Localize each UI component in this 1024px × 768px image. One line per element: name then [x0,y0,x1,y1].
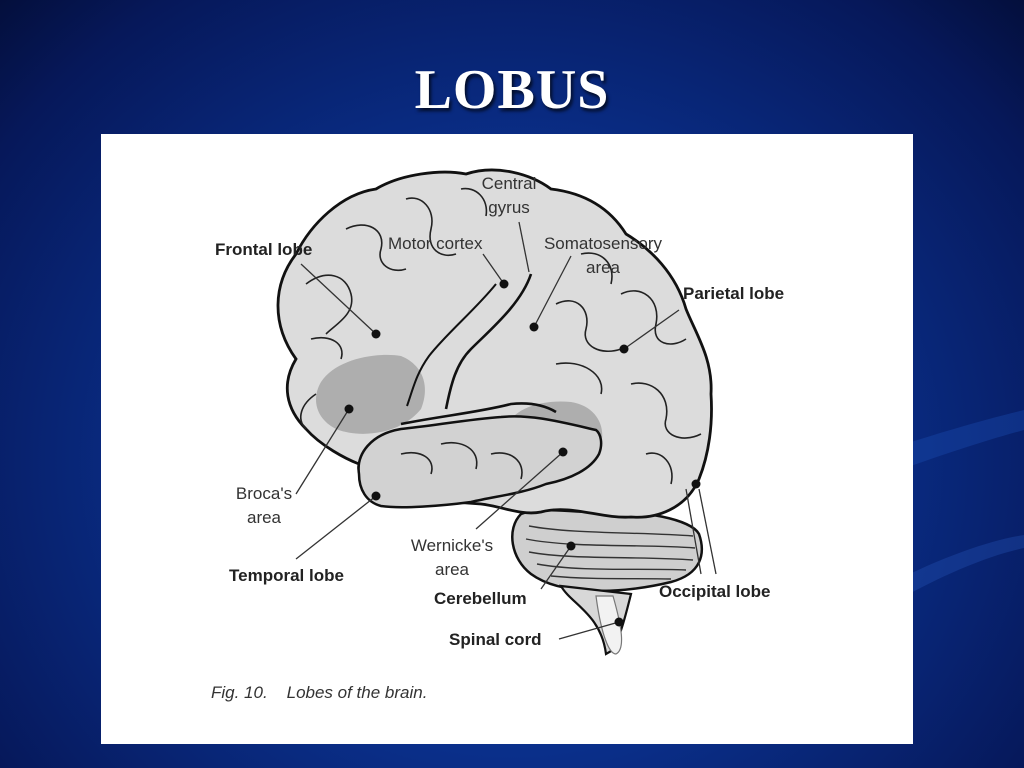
label-wernickes-line1: Wernicke's [410,536,494,555]
gyri-lines [300,187,702,485]
marker-dots [344,279,701,627]
label-brocas-area: Broca's area [221,482,307,530]
figure-caption: Fig. 10. Lobes of the brain. [211,683,427,703]
spinal-cord-shape [558,584,633,656]
label-cerebellum: Cerebellum [434,589,527,608]
brain-diagram [276,168,717,656]
brocas-area-shading [316,354,425,434]
label-motor-cortex: Motor cortex [388,234,483,253]
label-somatosensory-area: Somatosensory area [533,232,673,280]
figure-panel: Central gyrus Frontal lobe Motor cortex … [101,134,913,744]
label-central-gyrus: Central gyrus [469,172,549,220]
lateral-sulcus [400,402,557,426]
label-frontal-lobe: Frontal lobe [215,240,313,259]
label-wernickes-area: Wernicke's area [397,534,507,582]
label-somatosensory-line1: Somatosensory [543,234,663,253]
caption-number: Fig. 10. [211,683,268,702]
caption-text: Lobes of the brain. [286,683,428,702]
precentral-sulcus [406,283,497,407]
temporal-lobe-shape [357,415,603,509]
label-central-gyrus-line1: Central [481,174,537,193]
label-somatosensory-line2: area [585,258,621,277]
label-parietal-lobe: Parietal lobe [683,284,785,303]
label-brocas-line1: Broca's [235,484,293,503]
label-brocas-line2: area [246,508,282,527]
central-sulcus [444,273,533,410]
leader-lines [295,221,717,640]
slide-title: LOBUS [414,59,610,121]
label-central-gyrus-line2: gyrus [488,198,530,217]
cerebellum-shape [511,508,703,593]
label-spinal-cord: Spinal cord [449,630,542,649]
label-temporal-lobe: Temporal lobe [229,566,344,585]
label-occipital-lobe: Occipital lobe [659,582,771,601]
label-wernickes-line2: area [434,560,470,579]
